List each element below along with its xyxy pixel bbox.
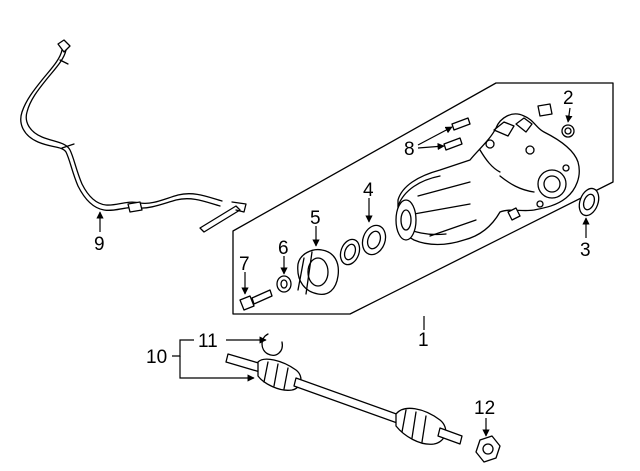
callout-labels: 1 2 3 4 5 6 7 8 9 10 11 12	[94, 88, 591, 419]
axle-shaft	[225, 353, 463, 445]
assembly-outline-box	[232, 82, 614, 315]
axle-nut	[475, 435, 501, 463]
callout-8: 8	[404, 139, 415, 160]
washer	[276, 275, 292, 293]
callout-2: 2	[563, 88, 574, 109]
pinion-seal	[339, 224, 387, 266]
mounting-studs	[443, 117, 471, 151]
differential-housing	[395, 113, 580, 246]
callout-1: 1	[418, 330, 429, 351]
callout-4: 4	[363, 180, 374, 201]
callout-12: 12	[474, 398, 495, 419]
snap-ring	[261, 333, 283, 356]
leader-lines	[96, 107, 590, 437]
callout-5: 5	[310, 208, 321, 229]
callout-6: 6	[278, 238, 289, 259]
companion-flange	[297, 248, 340, 296]
bolt	[239, 289, 273, 311]
callout-3: 3	[580, 240, 591, 261]
callout-9: 9	[94, 234, 105, 255]
vent-hose	[20, 39, 247, 233]
callout-10: 10	[146, 347, 167, 368]
output-seal-right	[578, 187, 600, 217]
callout-7: 7	[239, 254, 250, 275]
callout-11: 11	[198, 331, 218, 352]
drain-plug	[537, 103, 575, 138]
